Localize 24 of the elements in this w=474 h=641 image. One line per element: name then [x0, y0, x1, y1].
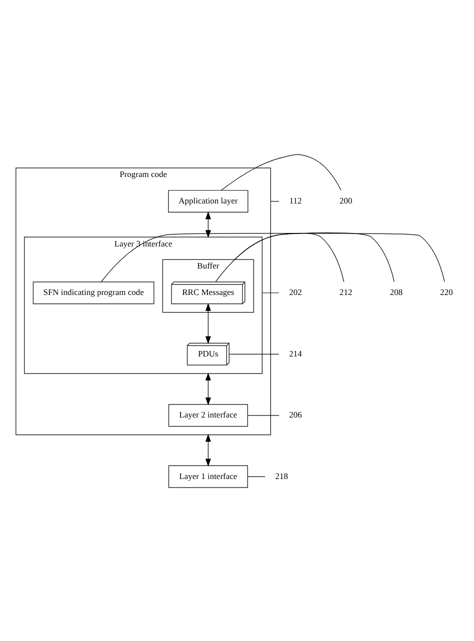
node-box: Application layer	[168, 190, 248, 212]
connector	[262, 292, 280, 293]
node-text: 200	[340, 195, 352, 206]
node-box: Layer 1 interface	[168, 464, 248, 488]
node-text: 220	[440, 286, 453, 297]
connector	[215, 232, 394, 282]
connector	[234, 232, 344, 282]
node-text: 218	[275, 470, 288, 480]
connector	[221, 154, 342, 190]
node-text: 208	[390, 286, 403, 297]
node-text: 212	[340, 286, 352, 297]
arrow	[205, 210, 211, 238]
node-text: 112	[289, 195, 302, 206]
arrow	[205, 372, 211, 405]
node-box: Layer 2 interface	[168, 404, 248, 426]
arrow	[205, 433, 211, 466]
node-text: 214	[289, 348, 302, 358]
connector	[247, 414, 280, 416]
node-box: SFN indicating program code	[32, 281, 154, 304]
arrow	[205, 302, 211, 344]
connector	[101, 232, 445, 282]
node-text: 206	[289, 409, 302, 420]
connector	[228, 353, 280, 354]
node-text: 202	[289, 286, 302, 297]
